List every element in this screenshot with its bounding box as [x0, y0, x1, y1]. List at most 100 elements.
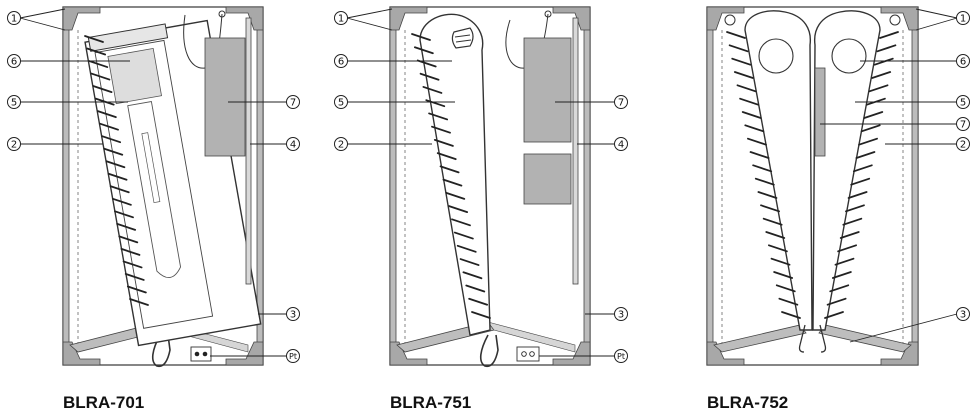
wire-clip-2	[544, 10, 552, 18]
callout-3-3-label: 3	[960, 310, 966, 321]
terminal-screw-a-2	[521, 351, 527, 357]
leader-1-b	[19, 17, 66, 31]
fin	[468, 297, 489, 306]
callout-3-6	[956, 54, 970, 68]
fin	[105, 160, 126, 169]
callout-2-2-label: 2	[338, 140, 344, 151]
callout-3-5-label: 5	[960, 98, 966, 109]
lamp-shade-1	[107, 47, 162, 105]
panel-blra-752: 1 6 5 7 2 3 BLRA-752	[706, 6, 970, 412]
leader-1-a	[19, 8, 66, 19]
fin	[770, 257, 791, 266]
pivot-right-3	[889, 14, 901, 26]
corner-bracket-tl-2	[389, 6, 428, 31]
leader-2-1-b	[346, 17, 393, 31]
support-plate-left-3	[713, 324, 807, 353]
fin	[845, 204, 865, 213]
fin	[773, 271, 794, 279]
callout-3-label: 3	[290, 310, 296, 321]
corner-bracket-bl-1	[62, 341, 101, 366]
reflector-2	[419, 13, 491, 336]
callout-2-pt-label: Pt	[617, 352, 625, 361]
fin	[726, 31, 746, 39]
fin	[84, 35, 104, 43]
fin	[876, 44, 897, 53]
corner-bracket-bl-2	[389, 341, 428, 366]
ballast-block-3	[814, 67, 826, 157]
callout-2-5-label: 5	[338, 98, 344, 109]
fin	[451, 218, 471, 227]
callout-6	[7, 54, 21, 68]
corner-bracket-bl-3	[706, 341, 745, 366]
fin	[88, 60, 109, 68]
callout-3-1-label: 1	[960, 14, 966, 25]
fin	[733, 71, 754, 79]
fin	[744, 124, 765, 133]
fin	[760, 204, 780, 213]
latch-hook-1	[151, 334, 171, 368]
panel-blra-751: 1 6 5 2 7 4 Pt 3 BLRA-751	[334, 6, 628, 412]
callout-3-6-label: 6	[960, 57, 966, 68]
callout-3-7	[956, 117, 970, 131]
callout-pt	[286, 349, 300, 363]
callout-5-label: 5	[11, 98, 17, 109]
fin	[863, 111, 884, 119]
panel-caption-3: BLRA-752	[707, 393, 788, 412]
callout-2-6	[334, 54, 348, 68]
fin	[459, 258, 480, 266]
fin	[736, 84, 757, 93]
fin	[90, 72, 111, 81]
corner-bracket-tr-1	[225, 6, 264, 31]
callout-2-label: 2	[11, 140, 17, 151]
fin	[462, 271, 483, 280]
fin	[831, 271, 852, 279]
fin	[456, 244, 477, 253]
fin	[122, 260, 143, 269]
callout-pt-label: Pt	[289, 352, 297, 361]
panel-blra-701: 1 6 5 2 7 4 Pt 3 BLRA-701	[7, 6, 300, 412]
callout-2-1	[334, 11, 348, 25]
fin	[124, 273, 145, 281]
callout-4-label: 4	[290, 140, 296, 151]
corner-bracket-tr-3	[880, 6, 919, 31]
leader-3-1-a	[915, 8, 958, 19]
pivot-left-3	[724, 14, 736, 26]
fin	[842, 217, 863, 226]
callout-5	[7, 95, 21, 109]
callout-2-pt	[614, 349, 628, 363]
callout-1-label: 1	[11, 14, 17, 25]
fin	[824, 311, 844, 319]
callout-7	[286, 95, 300, 109]
fin	[92, 85, 113, 93]
fin	[439, 165, 460, 174]
fin	[868, 84, 889, 93]
latch-hook-2	[479, 334, 499, 368]
fin	[839, 231, 860, 239]
panel-caption-1: BLRA-701	[63, 393, 144, 412]
callout-6-label: 6	[11, 57, 17, 68]
lamp-left-3	[758, 38, 794, 74]
fin	[86, 47, 107, 56]
fin	[747, 137, 767, 146]
callout-2-3	[614, 307, 628, 321]
housing-side-wall-left-3	[706, 6, 714, 366]
fin	[96, 110, 117, 119]
callout-2-4	[614, 137, 628, 151]
fin	[103, 147, 124, 156]
callout-4	[286, 137, 300, 151]
support-strut-2	[487, 321, 576, 353]
fin	[413, 46, 434, 55]
callout-3	[286, 307, 300, 321]
fin	[741, 111, 762, 119]
fin	[781, 311, 801, 319]
fin	[873, 57, 894, 66]
fin	[425, 99, 446, 108]
bottom-clip-left-3	[798, 324, 806, 353]
fin	[129, 298, 149, 306]
fin	[431, 125, 451, 134]
terminal-screw-a-1	[194, 351, 200, 357]
cooling-fins-2	[411, 33, 491, 319]
callout-3-5	[956, 95, 970, 109]
leader-3-1-b	[915, 17, 958, 31]
